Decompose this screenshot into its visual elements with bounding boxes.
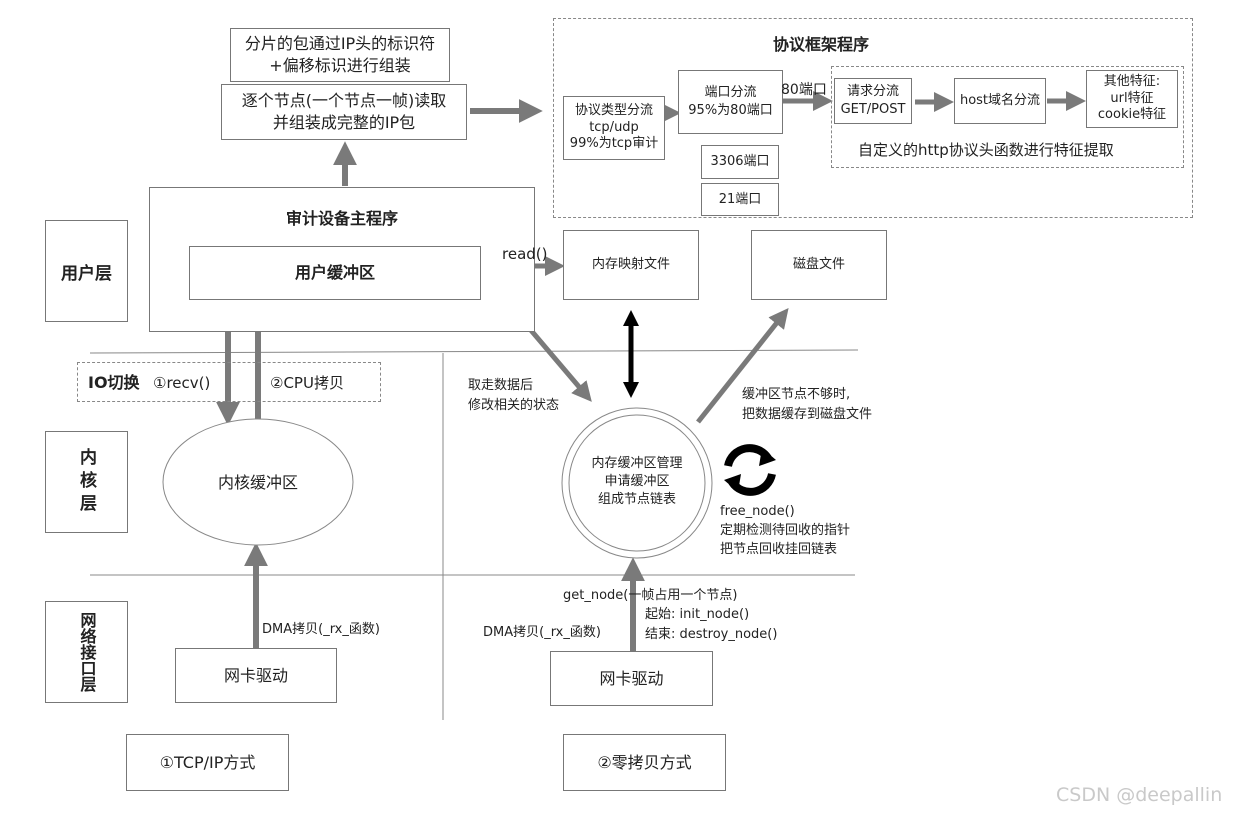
overflow-note: 缓冲区节点不够时, 把数据缓存到磁盘文件 [742,387,873,422]
read-nodes-box: 逐个节点(一个节点一帧)读取 并组装成完整的IP包 [221,84,467,140]
free-node-note: free_node() 定期检测待回收的指针 把节点回收挂回链表 [720,504,851,557]
kernel-layer-text: 内核层 [76,447,96,517]
arrow-to-disk [696,307,789,424]
kernel-layer-label: 内核层 [45,431,128,533]
cpu-copy-label: ②CPU拷贝 [270,374,344,392]
port-80-label: 80端口 [781,82,827,98]
recv-label: ①recv() [153,374,211,392]
host-split-box: host域名分流 [954,78,1046,124]
dma-left-label: DMA拷贝(_rx_函数) [262,622,380,637]
io-switch-box [77,362,381,402]
get-node-note: get_node(一帧占用一个节点) [563,588,738,603]
recycle-icon [724,444,776,496]
user-layer-text: 用户层 [61,263,112,284]
kernel-buffer-label: 内核缓冲区 [217,473,298,492]
nic-left-box: 网卡驱动 [175,648,337,703]
protocol-framework-box [553,18,1193,218]
take-data-note: 取走数据后 修改相关的状态 [468,378,560,413]
custom-http-label: 自定义的http协议头函数进行特征提取 [858,141,1114,159]
main-program-title: 审计设备主程序 [285,209,398,228]
proto-split-box: 协议类型分流 tcp/udp 99%为tcp审计 [563,96,665,160]
port-21-box: 21端口 [701,183,779,216]
network-layer-label: 网络接口层 [45,601,128,703]
read-label: read() [502,245,548,263]
network-layer-text: 网络接口层 [77,612,97,692]
protocol-framework-title: 协议框架程序 [773,35,870,54]
kernel-buffer-ellipse [162,418,354,546]
nic-right-box: 网卡驱动 [550,651,713,706]
reassemble-box: 分片的包通过IP头的标识符 +偏移标识进行组装 [230,28,450,82]
disk-file-box: 磁盘文件 [751,230,887,300]
port-split-box: 端口分流 95%为80端口 [678,70,783,134]
tcpip-mode-box: ①TCP/IP方式 [126,734,289,791]
zero-copy-mode-box: ②零拷贝方式 [563,734,726,791]
request-split-box: 请求分流 GET/POST [834,78,912,124]
user-buffer-box: 用户缓冲区 [189,246,481,300]
mmap-file-box: 内存映射文件 [563,230,699,300]
http-feature-box [831,66,1184,168]
divider-user-kernel [89,349,859,354]
io-switch-label: IO切换 [88,373,140,392]
init-node-note: 起始: init_node() [645,607,750,622]
mem-manage-label: 内存缓冲区管理 申请缓冲区 组成节点链表 [591,456,683,508]
other-features-box: 其他特征: url特征 cookie特征 [1086,70,1178,128]
port-3306-box: 3306端口 [701,145,779,179]
dma-right-label: DMA拷贝(_rx_函数) [483,625,601,640]
user-layer-label: 用户层 [45,220,128,322]
destroy-node-note: 结束: destroy_node() [645,627,778,642]
mem-manage-inner-circle [568,414,706,552]
watermark: CSDN @deepallin [1056,784,1223,806]
